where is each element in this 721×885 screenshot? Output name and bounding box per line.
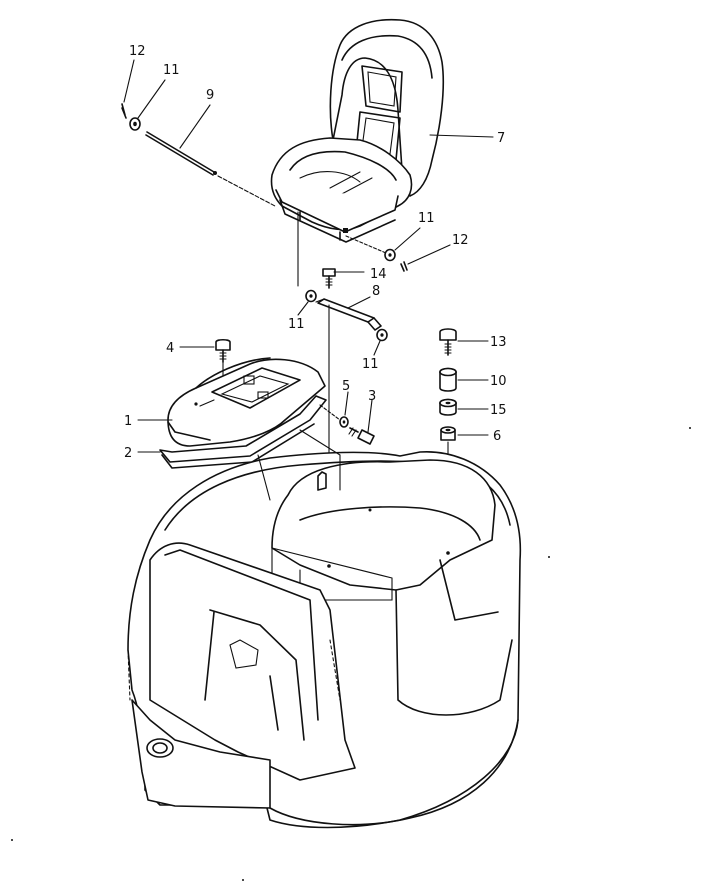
pin-top (121, 103, 127, 119)
callout-2: 2 (124, 446, 132, 461)
callout-11-right: 11 (418, 211, 435, 226)
gasket-2 (159, 395, 327, 469)
bolt-14 (322, 268, 336, 289)
shaft-8 (315, 298, 382, 331)
base-frame (127, 451, 522, 829)
callout-13: 13 (490, 335, 507, 350)
callout-11-top: 11 (163, 63, 180, 78)
callout-6: 6 (493, 429, 501, 444)
nut-6 (440, 426, 456, 441)
pin-right (400, 261, 408, 272)
leader-lines (123, 59, 494, 453)
bolt-3 (348, 427, 375, 445)
cover-1 (167, 357, 326, 447)
callout-12-right: 12 (452, 233, 469, 248)
washer-top (129, 117, 141, 131)
bolt-13 (439, 328, 457, 356)
callout-11-left-lower: 11 (288, 317, 305, 332)
seat (270, 18, 445, 243)
callout-12-top: 12 (129, 44, 146, 59)
callout-11-right-lower: 11 (362, 357, 379, 372)
washer-5 (339, 416, 349, 428)
callout-7: 7 (497, 131, 505, 146)
callout-4: 4 (166, 341, 174, 356)
washer-right (345, 235, 396, 262)
callout-15: 15 (490, 403, 507, 418)
callout-14: 14 (370, 267, 387, 282)
washer-left-lower (305, 289, 317, 303)
collar-10 (439, 367, 457, 392)
callout-10: 10 (490, 374, 507, 389)
callout-3: 3 (368, 389, 376, 404)
callout-1: 1 (124, 414, 132, 429)
callout-5: 5 (342, 379, 350, 394)
washer-right-lower (376, 328, 388, 342)
callout-8: 8 (372, 284, 380, 299)
callout-9: 9 (206, 88, 214, 103)
seat-rod (145, 131, 276, 207)
spacer-15 (439, 398, 457, 416)
